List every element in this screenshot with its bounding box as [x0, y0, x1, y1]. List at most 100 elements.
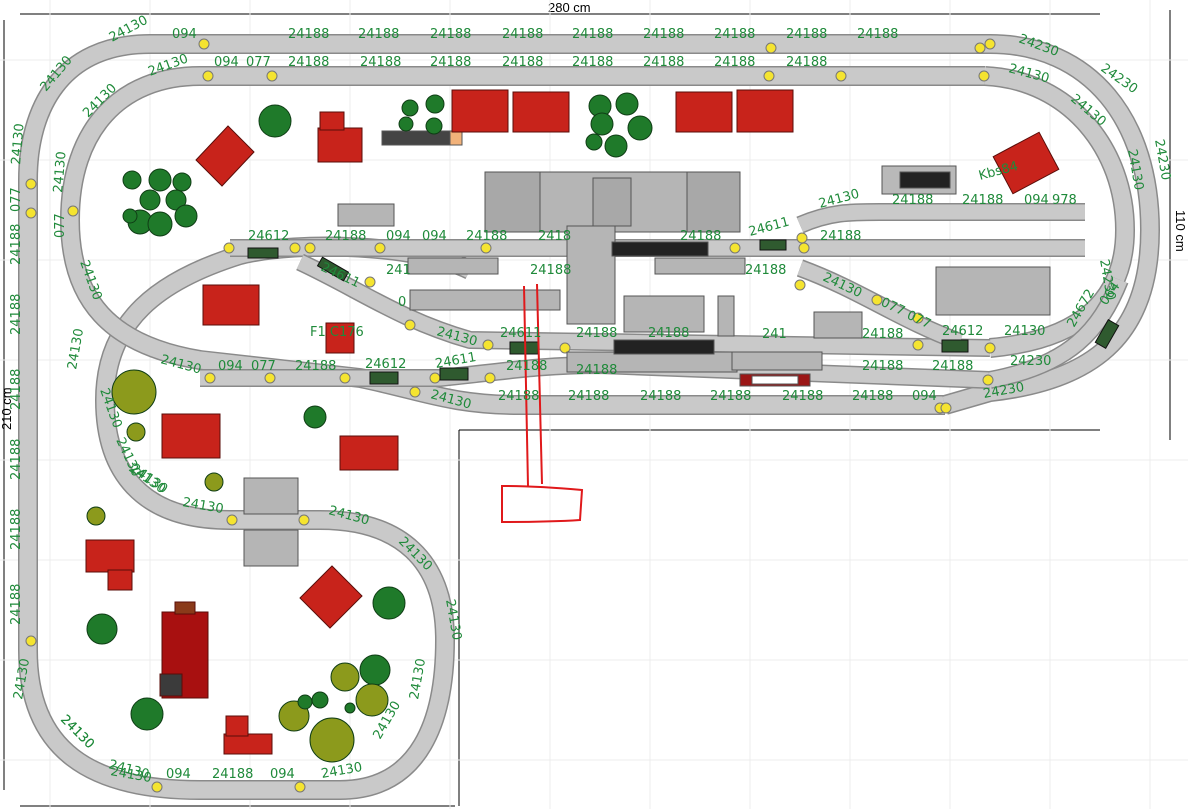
track-label: 094	[912, 389, 937, 404]
track-label: 24188	[9, 369, 24, 410]
track-label: 094	[386, 229, 411, 244]
track-label: 24188	[572, 27, 613, 42]
track-label: 24188	[572, 55, 613, 70]
track-label: 24188	[9, 509, 24, 550]
track-label: 24130	[820, 270, 864, 301]
track-label: 24188	[576, 363, 617, 378]
track-label: 24611	[434, 350, 477, 372]
track-label: 24188	[745, 263, 786, 278]
track-label: 24130	[442, 598, 464, 641]
track-joints	[25, 38, 996, 793]
track-label: 24188	[288, 27, 329, 42]
track-label: 24130	[1124, 148, 1146, 191]
track-label: 24188	[820, 229, 861, 244]
track-label: 24188	[430, 27, 471, 42]
track-label: 24188	[932, 359, 973, 374]
track-label: 24130	[9, 123, 28, 166]
depth-dimension: 110 cm	[1173, 210, 1188, 252]
track-label: 24188	[786, 27, 827, 42]
track-label: 24188	[714, 55, 755, 70]
track-label: 24188	[643, 27, 684, 42]
track-label: 24188	[862, 359, 903, 374]
track-label: 24188	[288, 55, 329, 70]
track-label: 24188	[360, 55, 401, 70]
track-label: 094	[214, 55, 239, 70]
track-label: 077	[251, 359, 276, 374]
track-label: 24130	[65, 327, 87, 370]
trees	[86, 92, 653, 763]
height-dimension: 210 cm	[0, 387, 14, 430]
track-label: 24188	[430, 55, 471, 70]
track-label: 24188	[9, 224, 24, 265]
track-label: 978	[1052, 193, 1077, 208]
track-label: 24188	[506, 359, 547, 374]
width-dimension: 280 cm	[548, 0, 591, 15]
switch-motors	[247, 239, 1120, 385]
track-label: 24188	[530, 263, 571, 278]
track-label: 24188	[862, 327, 903, 342]
track-label: 077	[9, 187, 24, 212]
track-label: 24130	[109, 764, 152, 786]
track-label: 24130	[320, 760, 363, 782]
track-label: 077	[246, 55, 271, 70]
track-label: 24230	[1151, 138, 1173, 181]
track-label: 24188	[643, 55, 684, 70]
track-label: 24188	[640, 389, 681, 404]
goods-shed	[935, 266, 1051, 316]
track-label: 24188	[466, 229, 507, 244]
track-label: 094	[270, 767, 295, 782]
track-label: 24188	[9, 294, 24, 335]
track-label: 24188	[502, 55, 543, 70]
track-label: 24130	[51, 151, 70, 194]
track-label: 094	[218, 359, 243, 374]
track-label: 094	[172, 27, 197, 42]
station-buildings	[243, 130, 1051, 567]
track-label: 094	[166, 767, 191, 782]
track-label: 24612	[365, 357, 406, 372]
track-label: 24188	[9, 439, 24, 480]
track-label: 24612	[942, 324, 983, 339]
track-label: 24188	[710, 389, 751, 404]
track-label: 24130	[11, 657, 33, 700]
track-label: 24188	[857, 27, 898, 42]
houses	[85, 89, 1060, 755]
track-label: 24188	[212, 767, 253, 782]
track-label: 24230	[982, 380, 1025, 402]
track-label: 24188	[576, 326, 617, 341]
track-label: 24188	[9, 584, 24, 625]
track-label: 094	[1024, 193, 1049, 208]
track-label: 24130	[407, 657, 429, 700]
track-label: 24188	[786, 55, 827, 70]
track-label: 0	[398, 295, 406, 310]
track-label: 24188	[892, 193, 933, 208]
track-label: 24188	[502, 27, 543, 42]
track-label: 241	[762, 327, 787, 342]
track-label: 24188	[498, 389, 539, 404]
track-label: 24612	[248, 229, 289, 244]
track-label: 24188	[568, 389, 609, 404]
track-label: 24188	[295, 359, 336, 374]
track-label: 24130	[181, 495, 224, 517]
track-label: 2418	[538, 229, 571, 244]
track-label: 24188	[358, 27, 399, 42]
track-label: 24230	[1010, 354, 1051, 369]
station-platform-roof	[566, 225, 616, 325]
track-label: F1 C176	[310, 325, 364, 340]
track-label: 24230	[1096, 258, 1118, 301]
track-label: 094	[422, 229, 447, 244]
track-label: 077	[53, 213, 68, 238]
track-label: 24188	[782, 389, 823, 404]
track-label: 24188	[648, 326, 689, 341]
track-label: 24188	[962, 193, 1003, 208]
track-label: 24188	[852, 389, 893, 404]
track-label: 24611	[500, 326, 541, 341]
track-label: 24130	[1004, 324, 1045, 339]
track-label: 24188	[680, 229, 721, 244]
red-annotation	[501, 283, 584, 524]
track-label: 24188	[714, 27, 755, 42]
track-label: 24188	[325, 229, 366, 244]
track-label: 24611	[747, 215, 791, 240]
track-label: 241	[386, 263, 411, 278]
